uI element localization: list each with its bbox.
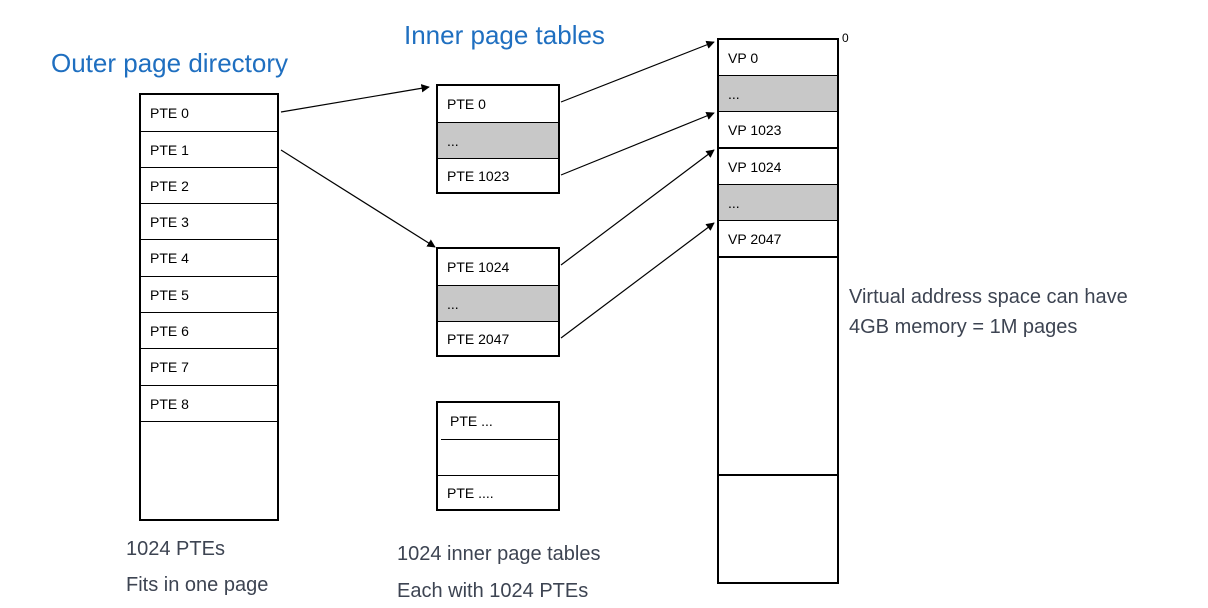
inner-pte-row: PTE 0 xyxy=(438,86,558,123)
vp-row: VP 0 xyxy=(719,40,837,76)
outer-directory-title: Outer page directory xyxy=(51,48,289,78)
arrow-table-a-to-vp0 xyxy=(560,40,715,103)
outer-pte-row: PTE 3 xyxy=(141,204,277,240)
virtual-address-space: VP 0 ... VP 1023 VP 1024 ... VP 2047 xyxy=(717,38,839,584)
inner-pte-ellipsis: ... xyxy=(438,286,558,322)
arrow-table-b-to-vp1024 xyxy=(560,149,715,266)
vp-ellipsis: ... xyxy=(719,76,837,112)
outer-pte-row: PTE 0 xyxy=(141,95,277,132)
inner-tables-title: Inner page tables xyxy=(404,20,605,50)
inner-pte-row: PTE 1024 xyxy=(438,249,558,286)
inner-pte-row: PTE ... xyxy=(441,403,558,440)
inner-page-table-c: PTE ... PTE .... xyxy=(436,401,560,511)
inner-pte-row: PTE 1023 xyxy=(447,167,510,184)
inner-caption-line2: Each with 1024 PTEs xyxy=(397,580,589,602)
inner-page-table-a: PTE 0 ... PTE 1023 xyxy=(436,84,560,194)
outer-pte-row: PTE 6 xyxy=(141,313,277,349)
outer-caption-line2: Fits in one page xyxy=(126,574,269,596)
inner-page-table-b: PTE 1024 ... PTE 2047 xyxy=(436,247,560,357)
vp-row: VP 2047 xyxy=(719,221,837,258)
inner-pte-ellipsis: ... xyxy=(438,123,558,159)
outer-pte-row: PTE 2 xyxy=(141,168,277,204)
outer-pte-row: PTE 7 xyxy=(141,349,277,386)
vp-ellipsis: ... xyxy=(719,185,837,221)
virtual-space-note-line1: Virtual address space can have xyxy=(849,286,1128,308)
outer-pte-row: PTE 8 xyxy=(141,386,277,422)
outer-pte-row: PTE 5 xyxy=(141,277,277,313)
vp-empty-region xyxy=(719,258,837,476)
inner-pte-blank xyxy=(438,440,558,476)
outer-pte-row: PTE 1 xyxy=(141,132,277,168)
outer-page-directory: PTE 0 PTE 1 PTE 2 PTE 3 PTE 4 PTE 5 PTE … xyxy=(139,93,279,521)
inner-caption-line1: 1024 inner page tables xyxy=(397,543,601,565)
vp-row: VP 1023 xyxy=(719,112,837,149)
arrow-pte0-to-table-a xyxy=(280,84,430,113)
inner-pte-row: PTE .... xyxy=(447,484,494,501)
address-zero-label: 0 xyxy=(842,31,849,45)
outer-pte-row: PTE 4 xyxy=(141,240,277,277)
outer-caption-line1: 1024 PTEs xyxy=(126,538,225,560)
arrow-table-a-to-vp1023 xyxy=(560,111,715,176)
arrow-table-b-to-vp2047 xyxy=(560,222,715,339)
arrow-pte1-to-table-b xyxy=(280,149,436,248)
virtual-space-note-line2: 4GB memory = 1M pages xyxy=(849,316,1078,338)
inner-pte-row: PTE 2047 xyxy=(447,330,510,347)
vp-row: VP 1024 xyxy=(719,149,837,185)
